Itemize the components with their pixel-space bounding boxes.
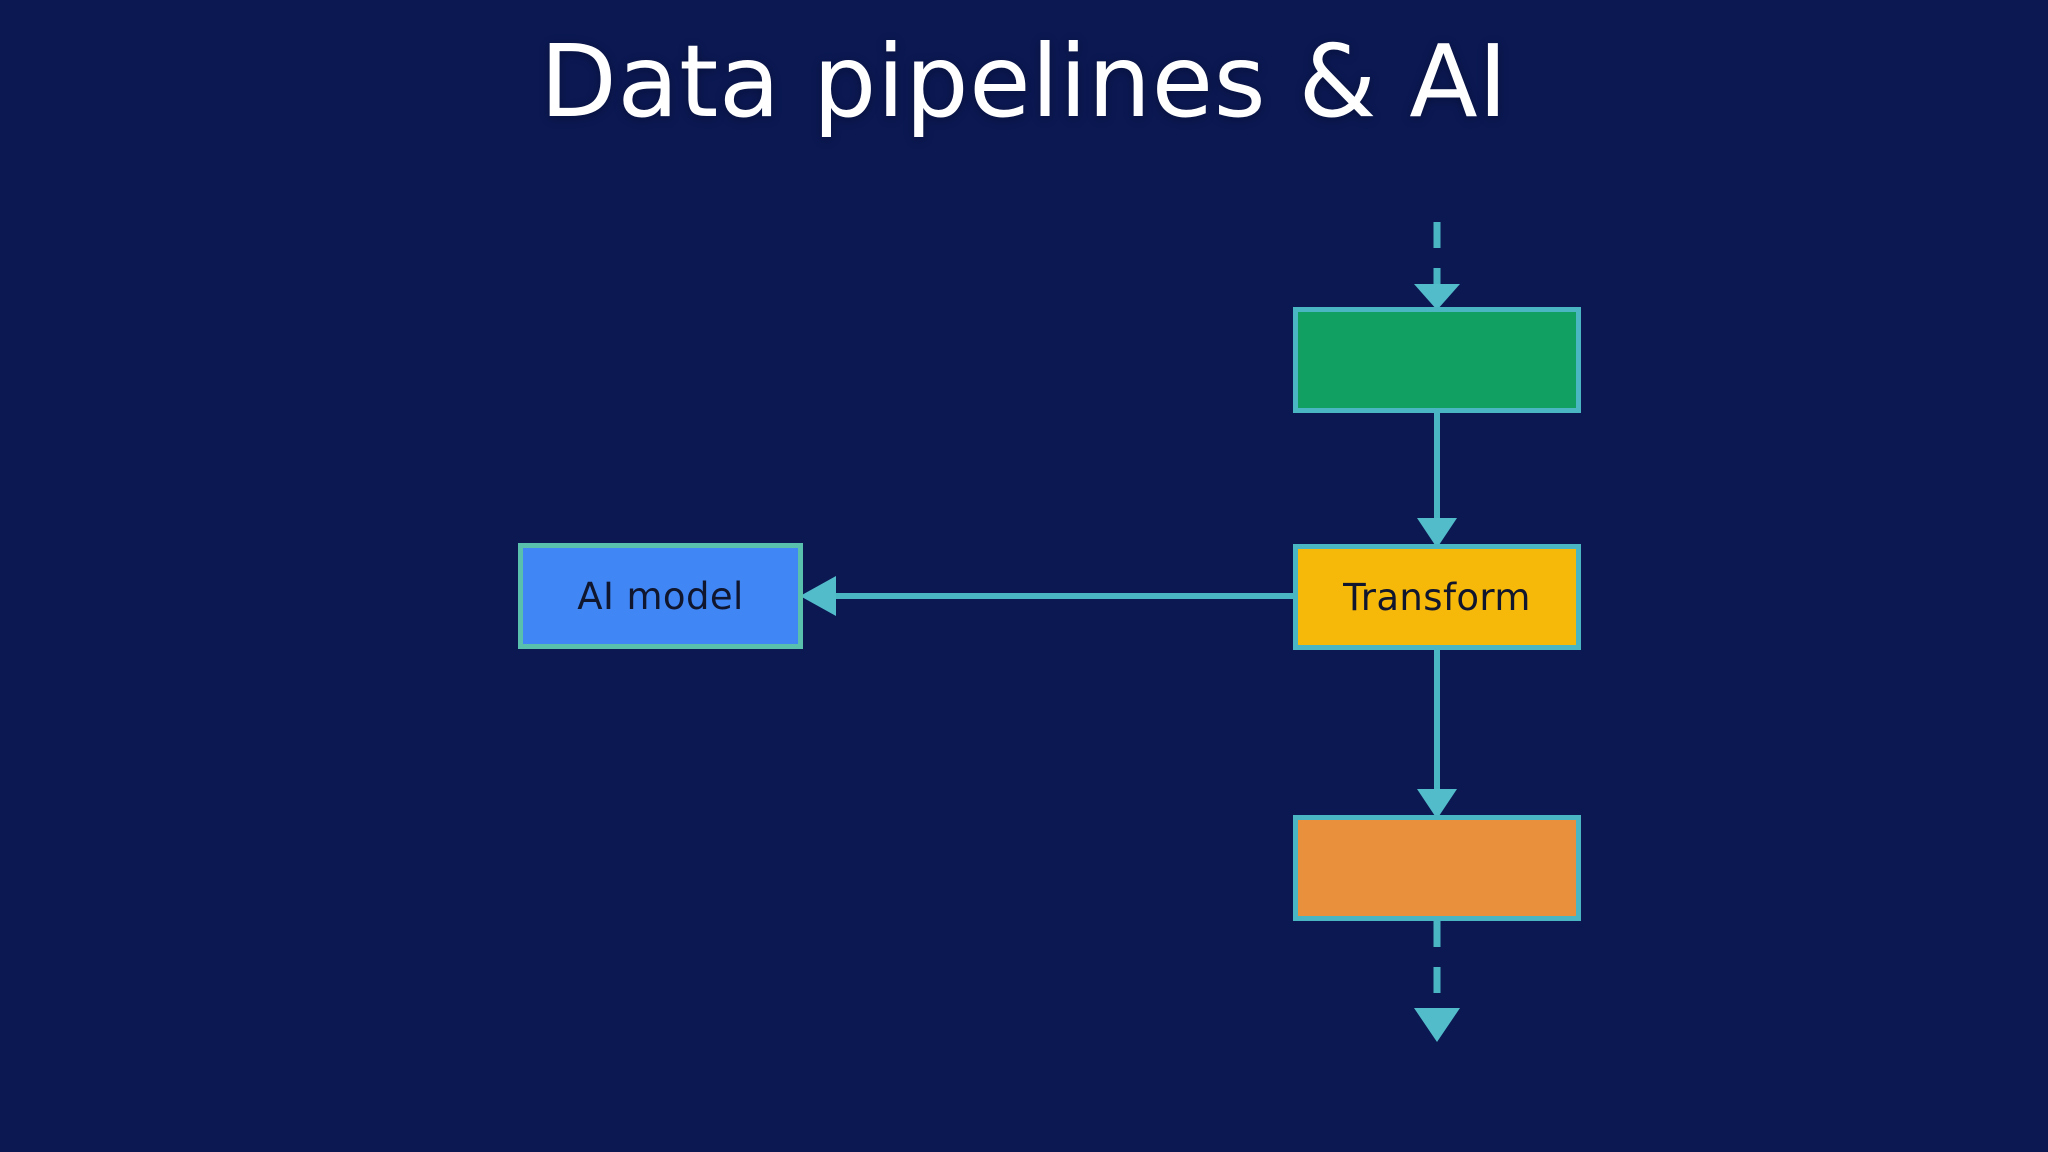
diagram-node-source[interactable] <box>1293 307 1581 413</box>
diagram-node-sink[interactable] <box>1293 815 1581 921</box>
edge-inbound-to-source <box>1414 222 1460 310</box>
edge-transform-to-ai-model <box>800 576 1293 616</box>
diagram-node-transform-label: Transform <box>1343 575 1531 619</box>
edge-sink-outbound <box>1414 921 1460 1042</box>
diagram-node-ai-model[interactable]: AI model <box>518 543 803 649</box>
diagram-node-ai-model-label: AI model <box>577 574 744 618</box>
page-title: Data pipelines & AI <box>539 23 1509 140</box>
edge-source-to-transform <box>1417 412 1457 548</box>
edge-transform-to-sink <box>1417 650 1457 819</box>
diagram-node-transform[interactable]: Transform <box>1293 544 1581 650</box>
